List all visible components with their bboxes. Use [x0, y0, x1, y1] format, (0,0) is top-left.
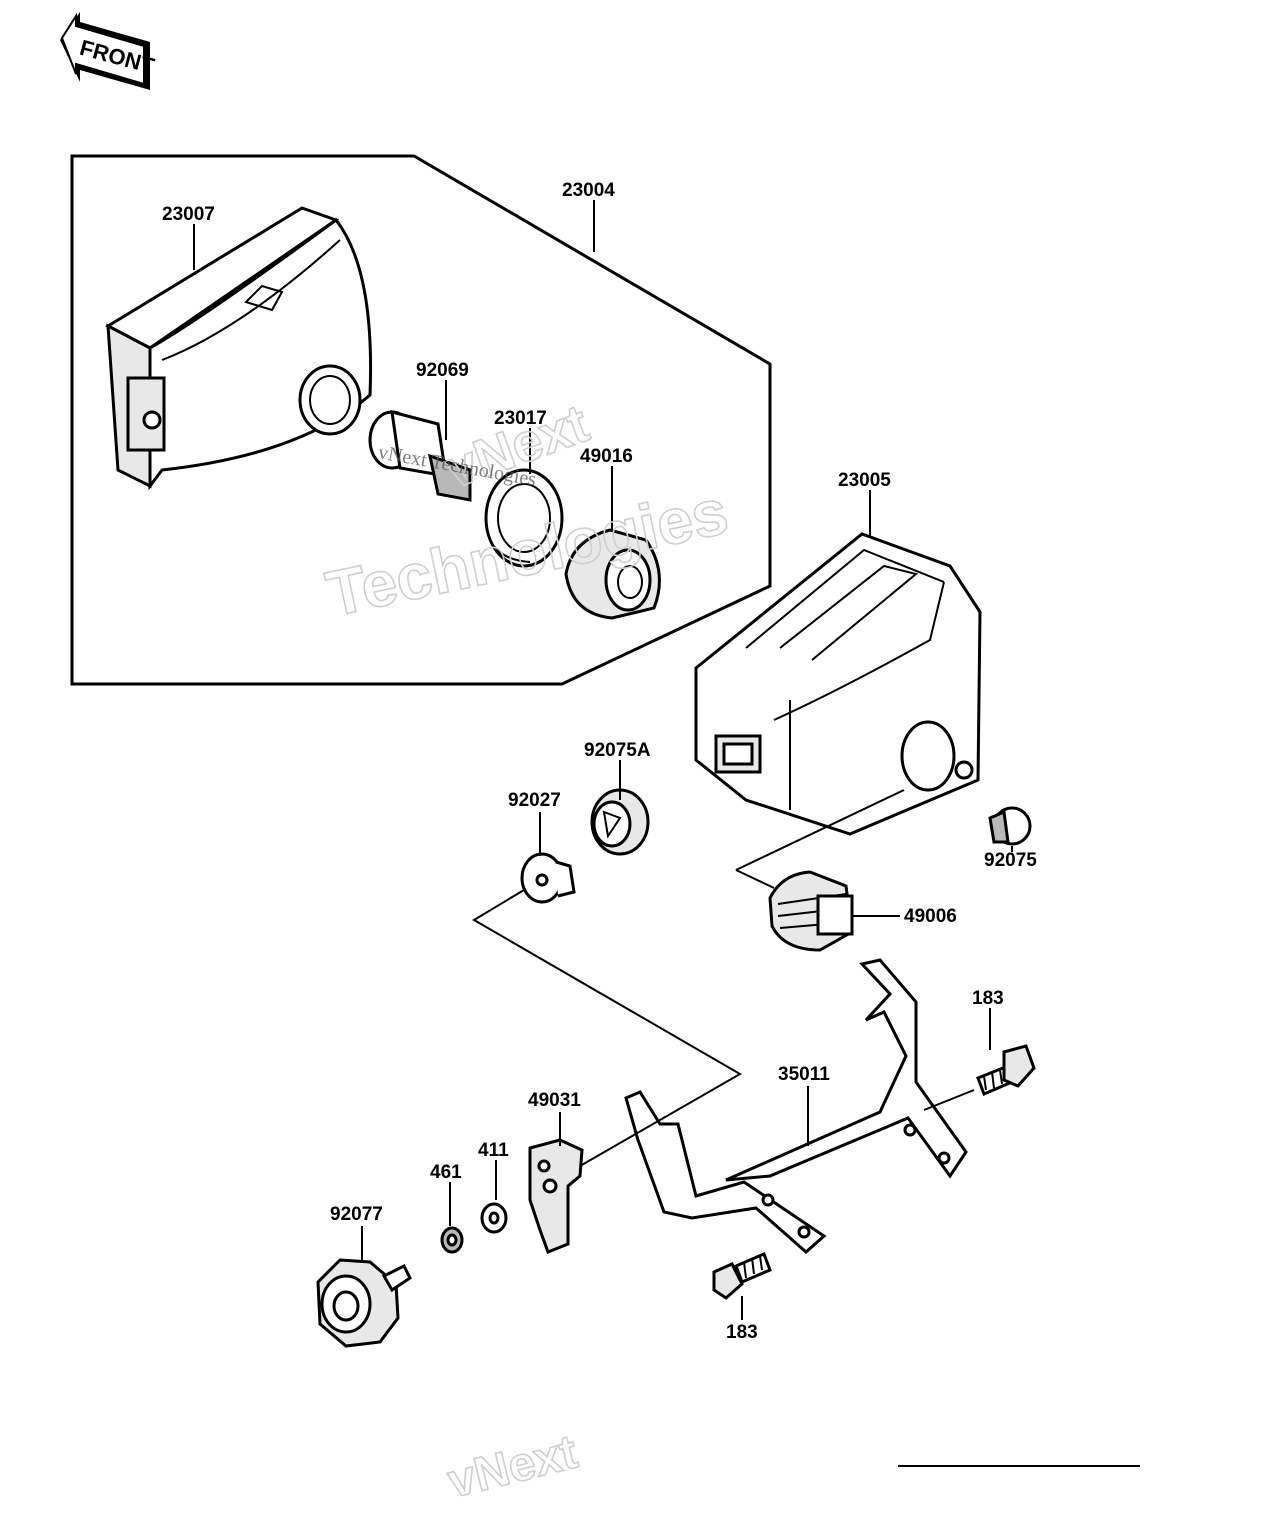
watermark-bottom: vNext — [443, 1426, 583, 1509]
grommet-92075 — [988, 806, 1032, 846]
label-23007: 23007 — [162, 204, 215, 225]
part-labels: 23004 23007 92069 23017 49016 23005 9207… — [162, 180, 1037, 1343]
label-92069: 92069 — [416, 360, 469, 381]
plate-49031 — [528, 1138, 584, 1254]
washer-411 — [480, 1202, 508, 1234]
label-92027: 92027 — [508, 790, 561, 811]
leader-lines — [193, 200, 1013, 1320]
label-92077: 92077 — [330, 1204, 383, 1225]
label-49031: 49031 — [528, 1090, 581, 1111]
headlight-housing — [694, 532, 982, 836]
label-92075: 92075 — [984, 850, 1037, 871]
front-arrow-badge: FRONT — [60, 12, 157, 90]
label-23004: 23004 — [562, 180, 615, 201]
label-23017: 23017 — [494, 408, 547, 429]
lock-washer-461 — [440, 1226, 464, 1254]
knob-92077 — [316, 1258, 412, 1348]
label-49016: 49016 — [580, 446, 633, 467]
label-411: 411 — [478, 1140, 509, 1161]
label-23005: 23005 — [838, 470, 891, 491]
headlight-assembly-outline — [70, 154, 772, 686]
bracket-35011 — [624, 958, 968, 1255]
label-92075A: 92075A — [584, 740, 651, 761]
headlight-unit — [104, 206, 373, 491]
bolt-183-bottom — [712, 1252, 772, 1300]
label-183-top: 183 — [972, 988, 1004, 1009]
label-49006: 49006 — [904, 906, 957, 927]
bolt-183-top — [976, 1044, 1036, 1096]
headlight-bulb — [368, 409, 472, 502]
collar-92027 — [520, 852, 576, 904]
label-461: 461 — [430, 1162, 462, 1183]
label-183-bottom: 183 — [726, 1322, 758, 1343]
grommet-92075A — [590, 788, 650, 856]
dust-cover — [564, 528, 661, 620]
bulb-holder-ring — [484, 468, 564, 568]
boot-49006 — [768, 870, 854, 952]
label-35011: 35011 — [778, 1064, 830, 1085]
